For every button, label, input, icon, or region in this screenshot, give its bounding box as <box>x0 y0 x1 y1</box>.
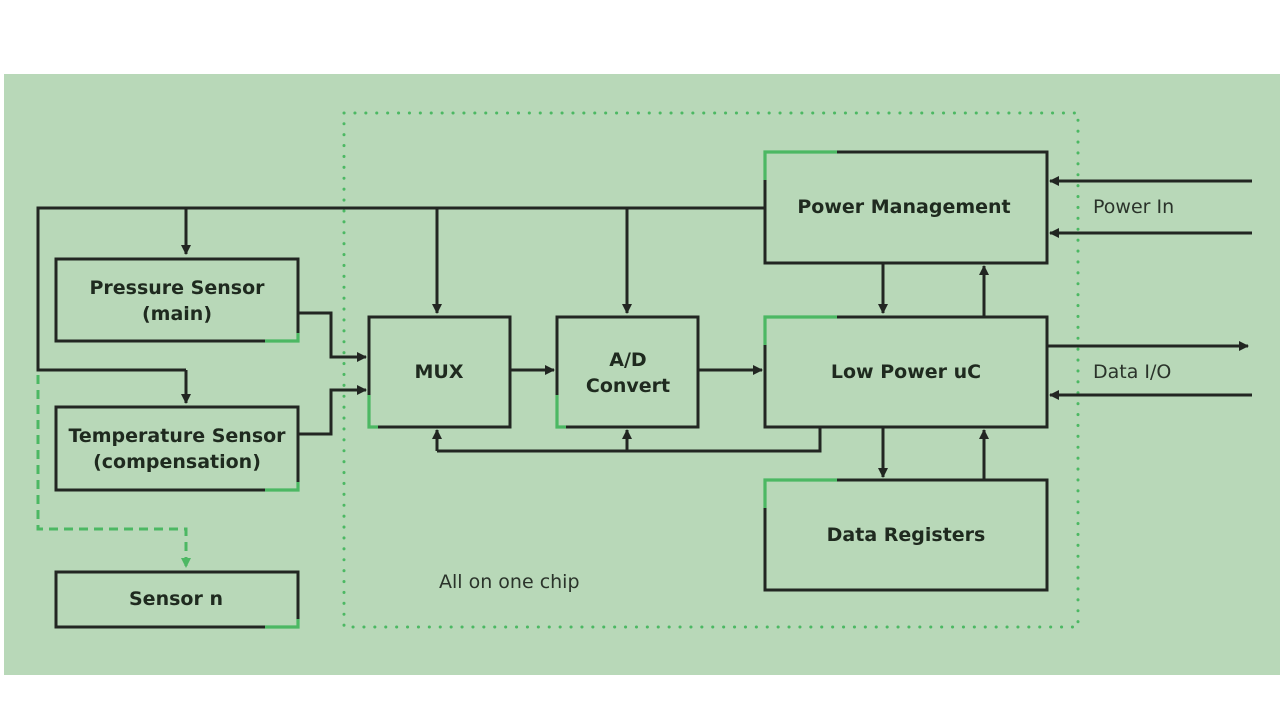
data-registers-label: Data Registers <box>827 524 986 546</box>
temperature-sensor-block <box>54 405 300 492</box>
pressure-sensor-block <box>54 257 300 343</box>
temperature-to-mux-arrow <box>298 385 367 436</box>
adc-label-line1: A/D <box>609 349 646 371</box>
data-registers-block-accent-corner <box>763 478 837 508</box>
uc-control-line <box>437 427 822 453</box>
temperature-sensor-block-accent-corner <box>265 482 300 492</box>
sensor-n-label: Sensor n <box>129 588 223 610</box>
mux-label: MUX <box>415 361 464 383</box>
sensor-n-block-accent-corner <box>265 619 300 629</box>
mux-block <box>367 315 512 429</box>
adc-block <box>555 315 700 429</box>
temperature-sensor-label-line1: Temperature Sensor <box>68 425 286 447</box>
chip-boundary <box>342 111 1080 629</box>
power-management-block-accent-corner <box>763 150 837 180</box>
data-io-label: Data I/O <box>1093 361 1171 383</box>
power-management-label: Power Management <box>797 196 1010 218</box>
low-power-uc-block-accent-corner <box>763 315 837 345</box>
adc-label-line2: Convert <box>586 375 670 397</box>
data-registers-block <box>763 478 1049 592</box>
low-power-uc-block <box>763 315 1049 429</box>
pressure-to-mux-arrow <box>298 311 367 362</box>
power-in-label: Power In <box>1093 196 1174 218</box>
pressure-sensor-block-accent-corner <box>265 333 300 343</box>
power-bus-line <box>36 206 765 372</box>
power-to-sensor-n-dashed-arrow <box>36 375 191 568</box>
sensor-n-block <box>54 570 300 629</box>
temperature-sensor-label-line2: (compensation) <box>93 451 261 473</box>
pressure-sensor-label-line2: (main) <box>142 303 212 325</box>
power-management-block <box>763 150 1049 265</box>
pressure-sensor-label-line1: Pressure Sensor <box>89 277 265 299</box>
diagram-background <box>4 74 1280 675</box>
chip-label: All on one chip <box>439 571 580 593</box>
low-power-uc-label: Low Power uC <box>831 361 981 383</box>
adc-block-accent-corner <box>555 395 566 429</box>
mux-block-accent-corner <box>367 395 378 429</box>
